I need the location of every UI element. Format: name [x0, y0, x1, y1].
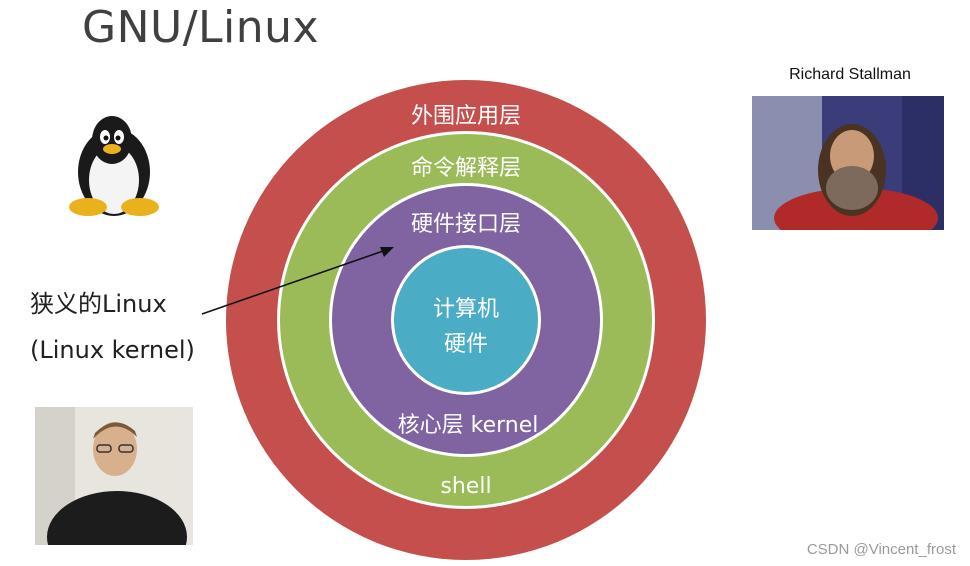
annotation-line2: (Linux kernel) [30, 336, 195, 364]
shell-ring-title: 命令解释层 [411, 156, 521, 181]
core-label-line1: 计算机 [433, 297, 499, 322]
annotation-arrow [201, 247, 394, 315]
linus-torvalds-photo [35, 407, 193, 545]
core-label-line2: 硬件 [444, 332, 488, 357]
photo-caption: Richard Stallman [789, 66, 911, 83]
outer-ring-label: 外围应用层 [411, 104, 521, 129]
page-title: GNU/Linux [82, 2, 320, 53]
kernel-ring-bottom-label: 核心层 kernel [398, 413, 539, 438]
shell-ring-bottom-label: shell [440, 474, 491, 499]
csdn-watermark: CSDN @Vincent_frost [806, 541, 956, 558]
kernel-ring-title: 硬件接口层 [411, 212, 521, 237]
hardware-core [394, 248, 538, 392]
richard-stallman-photo [752, 96, 944, 230]
annotation-line1: 狭义的Linux [30, 290, 167, 318]
tux-penguin-icon [69, 116, 159, 216]
